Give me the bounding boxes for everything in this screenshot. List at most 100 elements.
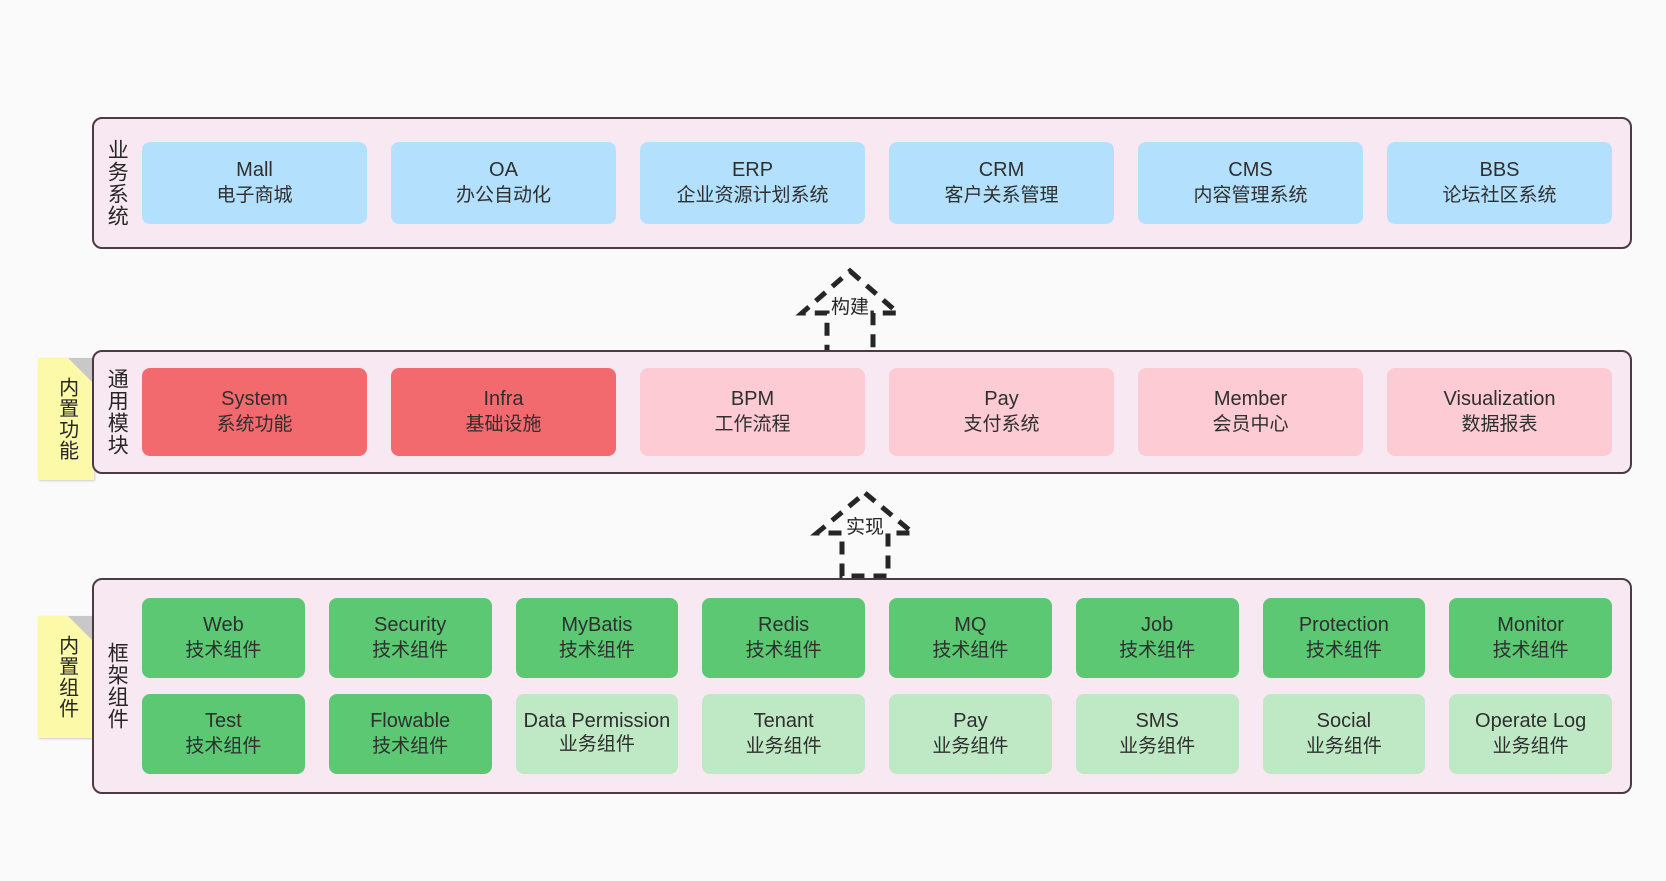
- layer-body-business-system: Mall 电子商城 OA 办公自动化 ERP 企业资源计划系统 CRM 客户关系…: [138, 119, 1630, 247]
- card-subtitle: 技术组件: [185, 735, 262, 757]
- card-web[interactable]: Web 技术组件: [142, 598, 305, 678]
- card-bbs[interactable]: BBS 论坛社区系统: [1387, 142, 1612, 224]
- layer-body-common-module: System 系统功能 Infra 基础设施 BPM 工作流程 Pay 支付系统…: [138, 352, 1630, 472]
- card-title: Redis: [758, 614, 810, 637]
- card-subtitle: 业务组件: [1119, 735, 1196, 757]
- card-social[interactable]: Social 业务组件: [1262, 694, 1426, 774]
- card-subtitle: 企业资源计划系统: [676, 184, 829, 206]
- card-test[interactable]: Test 技术组件: [142, 694, 305, 774]
- card-row: Mall 电子商城 OA 办公自动化 ERP 企业资源计划系统 CRM 客户关系…: [142, 142, 1612, 224]
- card-mall[interactable]: Mall 电子商城: [142, 142, 367, 224]
- card-subtitle: 内容管理系统: [1193, 184, 1308, 206]
- card-title: System: [221, 388, 288, 411]
- card-cms[interactable]: CMS 内容管理系统: [1138, 142, 1363, 224]
- card-mq[interactable]: MQ 技术组件: [889, 598, 1052, 678]
- card-pay-component[interactable]: Pay 业务组件: [889, 694, 1052, 774]
- card-subtitle: 业务组件: [932, 735, 1009, 757]
- connector-build: 构建: [795, 267, 905, 359]
- card-subtitle: 会员中心: [1212, 413, 1289, 435]
- connector-implement: 实现: [810, 489, 920, 579]
- card-title: Protection: [1298, 614, 1389, 637]
- layer-label-business-system: 业务系统: [105, 139, 129, 227]
- card-row: System 系统功能 Infra 基础设施 BPM 工作流程 Pay 支付系统…: [142, 368, 1612, 456]
- card-title: Web: [202, 614, 244, 637]
- card-title: MyBatis: [561, 614, 633, 637]
- card-subtitle: 办公自动化: [455, 184, 551, 206]
- card-tenant[interactable]: Tenant 业务组件: [702, 694, 865, 774]
- card-title: Flowable: [370, 710, 451, 733]
- card-title: Security: [374, 614, 447, 637]
- card-title: Social: [1316, 710, 1372, 733]
- card-operate-log[interactable]: Operate Log 业务组件: [1449, 694, 1612, 774]
- card-subtitle: 支付系统: [963, 413, 1040, 435]
- card-flowable[interactable]: Flowable 技术组件: [328, 694, 492, 774]
- card-subtitle: 技术组件: [558, 639, 635, 661]
- card-title: CMS: [1228, 159, 1273, 182]
- card-subtitle: 客户关系管理: [944, 184, 1059, 206]
- card-title: SMS: [1135, 710, 1179, 733]
- sticky-note-label: 内置组件: [55, 635, 78, 719]
- card-sms[interactable]: SMS 业务组件: [1075, 694, 1239, 774]
- card-mybatis[interactable]: MyBatis 技术组件: [515, 598, 679, 678]
- card-subtitle: 数据报表: [1461, 413, 1538, 435]
- card-subtitle: 电子商城: [216, 184, 293, 206]
- card-title: Pay: [953, 710, 988, 733]
- card-subtitle: 技术组件: [932, 639, 1009, 661]
- card-job[interactable]: Job 技术组件: [1075, 598, 1239, 678]
- card-subtitle: 业务组件: [558, 734, 635, 756]
- card-title: Pay: [984, 388, 1019, 411]
- card-row: Web 技术组件 Security 技术组件 MyBatis 技术组件 Redi…: [142, 598, 1612, 678]
- sticky-note-label: 内置功能: [55, 377, 78, 461]
- card-security[interactable]: Security 技术组件: [328, 598, 492, 678]
- card-redis[interactable]: Redis 技术组件: [702, 598, 865, 678]
- card-title: Monitor: [1497, 614, 1564, 637]
- card-title: MQ: [954, 614, 987, 637]
- card-subtitle: 技术组件: [185, 639, 262, 661]
- card-pay-module[interactable]: Pay 支付系统: [889, 368, 1114, 456]
- connector-label: 实现: [845, 517, 885, 538]
- card-member[interactable]: Member 会员中心: [1138, 368, 1363, 456]
- card-data-permission[interactable]: Data Permission 业务组件: [515, 694, 679, 774]
- card-title: Test: [205, 710, 242, 733]
- card-subtitle: 技术组件: [372, 735, 449, 757]
- card-subtitle: 技术组件: [1119, 639, 1196, 661]
- card-title: ERP: [731, 159, 774, 182]
- card-title: BPM: [730, 388, 775, 411]
- layer-business-system: 业务系统 Mall 电子商城 OA 办公自动化 ERP 企业资源计划系统 CRM…: [92, 117, 1632, 249]
- generalization-arrow-icon: [810, 489, 920, 579]
- layer-body-framework-component: Web 技术组件 Security 技术组件 MyBatis 技术组件 Redi…: [138, 580, 1630, 792]
- card-title: Data Permission: [523, 710, 671, 733]
- card-title: Infra: [483, 388, 524, 411]
- card-oa[interactable]: OA 办公自动化: [391, 142, 616, 224]
- card-title: Member: [1213, 388, 1288, 411]
- card-subtitle: 技术组件: [1492, 639, 1569, 661]
- layer-label-framework-component: 框架组件: [105, 642, 129, 730]
- card-title: Mall: [236, 159, 273, 182]
- card-title: Visualization: [1443, 388, 1556, 411]
- card-title: Operate Log: [1475, 710, 1587, 733]
- card-bpm[interactable]: BPM 工作流程: [640, 368, 865, 456]
- card-subtitle: 业务组件: [745, 735, 822, 757]
- card-visualization[interactable]: Visualization 数据报表: [1387, 368, 1612, 456]
- sticky-note-builtin-function: 内置功能: [38, 358, 94, 480]
- card-system[interactable]: System 系统功能: [142, 368, 367, 456]
- card-row: Test 技术组件 Flowable 技术组件 Data Permission …: [142, 694, 1612, 774]
- sticky-note-builtin-component: 内置组件: [38, 616, 94, 738]
- layer-common-module: 通用模块 System 系统功能 Infra 基础设施 BPM 工作流程 Pay…: [92, 350, 1632, 474]
- card-monitor[interactable]: Monitor 技术组件: [1449, 598, 1612, 678]
- card-subtitle: 业务组件: [1492, 735, 1569, 757]
- card-subtitle: 技术组件: [745, 639, 822, 661]
- card-crm[interactable]: CRM 客户关系管理: [889, 142, 1114, 224]
- card-title: Tenant: [753, 710, 814, 733]
- layer-label-common-module: 通用模块: [105, 368, 129, 456]
- card-infra[interactable]: Infra 基础设施: [391, 368, 616, 456]
- card-title: CRM: [978, 159, 1025, 182]
- card-subtitle: 业务组件: [1305, 735, 1382, 757]
- card-erp[interactable]: ERP 企业资源计划系统: [640, 142, 865, 224]
- card-subtitle: 技术组件: [1305, 639, 1382, 661]
- card-subtitle: 技术组件: [372, 639, 449, 661]
- card-subtitle: 论坛社区系统: [1442, 184, 1557, 206]
- card-protection[interactable]: Protection 技术组件: [1262, 598, 1426, 678]
- card-title: Job: [1141, 614, 1174, 637]
